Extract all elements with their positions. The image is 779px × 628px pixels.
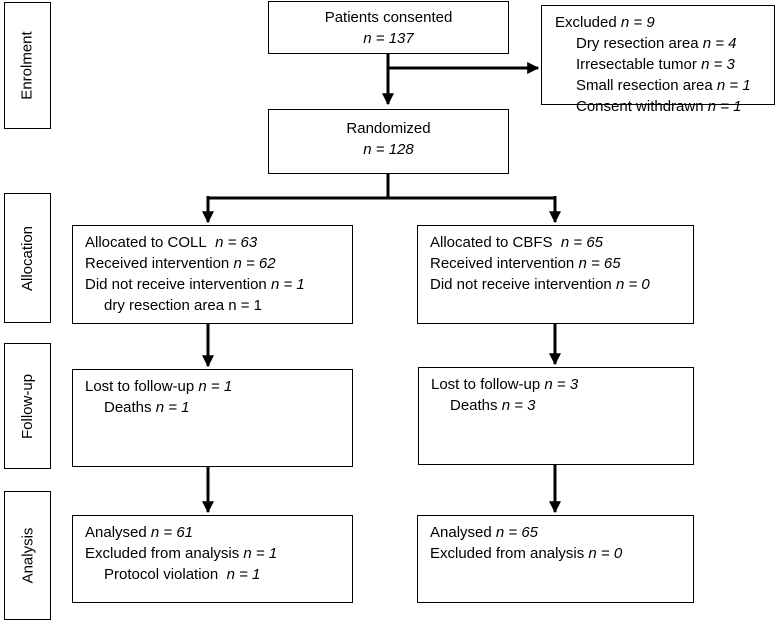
cbfs-not-received: Did not receive intervention n = 0 (430, 276, 650, 293)
randomized-label: Randomized (346, 120, 431, 137)
consented-box: Patients consented n = 137 (268, 1, 509, 54)
coll-excluded-analysis: Excluded from analysis n = 1 (85, 545, 278, 562)
randomized-n: n = 128 (363, 141, 414, 158)
stage-followup: Follow-up (4, 343, 51, 469)
excluded-box: Excluded n = 9 Dry resection area n = 4 … (541, 5, 775, 115)
cbfs-received: Received intervention n = 65 (430, 255, 621, 272)
consented-n: n = 137 (363, 30, 414, 47)
excluded-item: Consent withdrawn n = 1 (576, 98, 742, 115)
cbfs-allocation-box: Allocated to CBFS n = 65 Received interv… (417, 225, 694, 324)
excluded-item: Dry resection area n = 4 (576, 35, 737, 52)
stage-enrolment: Enrolment (4, 2, 51, 129)
excluded-item: Small resection area n = 1 (576, 77, 751, 94)
coll-received: Received intervention n = 62 (85, 255, 276, 272)
coll-followup-box: Lost to follow-up n = 1 Deaths n = 1 (72, 369, 353, 467)
stage-analysis: Analysis (4, 491, 51, 620)
coll-protocol-violation: Protocol violation n = 1 (104, 566, 261, 583)
excluded-title: Excluded n = 9 (555, 14, 655, 31)
cbfs-excluded-analysis: Excluded from analysis n = 0 (430, 545, 623, 562)
cbfs-lost: Lost to follow-up n = 3 (431, 376, 579, 393)
coll-not-received: Did not receive intervention n = 1 (85, 276, 305, 293)
cbfs-followup-box: Lost to follow-up n = 3 Deaths n = 3 (418, 367, 694, 465)
cbfs-analysed: Analysed n = 65 (430, 524, 539, 541)
excluded-item: Irresectable tumor n = 3 (576, 56, 735, 73)
stage-allocation: Allocation (4, 193, 51, 323)
coll-allocation-box: Allocated to COLL n = 63 Received interv… (72, 225, 353, 324)
coll-allocated: Allocated to COLL n = 63 (85, 234, 258, 251)
stage-followup-label: Follow-up (19, 373, 36, 439)
consented-label: Patients consented (324, 9, 453, 26)
cbfs-allocated: Allocated to CBFS n = 65 (430, 234, 604, 251)
coll-not-received-reason: dry resection area n = 1 (104, 297, 263, 314)
cbfs-deaths: Deaths n = 3 (450, 397, 536, 414)
coll-analysis-box: Analysed n = 61 Excluded from analysis n… (72, 515, 353, 603)
coll-lost: Lost to follow-up n = 1 (85, 378, 233, 395)
stage-enrolment-label: Enrolment (19, 31, 36, 100)
coll-deaths: Deaths n = 1 (104, 399, 190, 416)
cbfs-analysis-box: Analysed n = 65 Excluded from analysis n… (417, 515, 694, 603)
randomized-box: Randomized n = 128 (268, 109, 509, 174)
coll-analysed: Analysed n = 61 (85, 524, 194, 541)
stage-allocation-label: Allocation (19, 225, 37, 291)
stage-analysis-label: Analysis (19, 527, 37, 584)
